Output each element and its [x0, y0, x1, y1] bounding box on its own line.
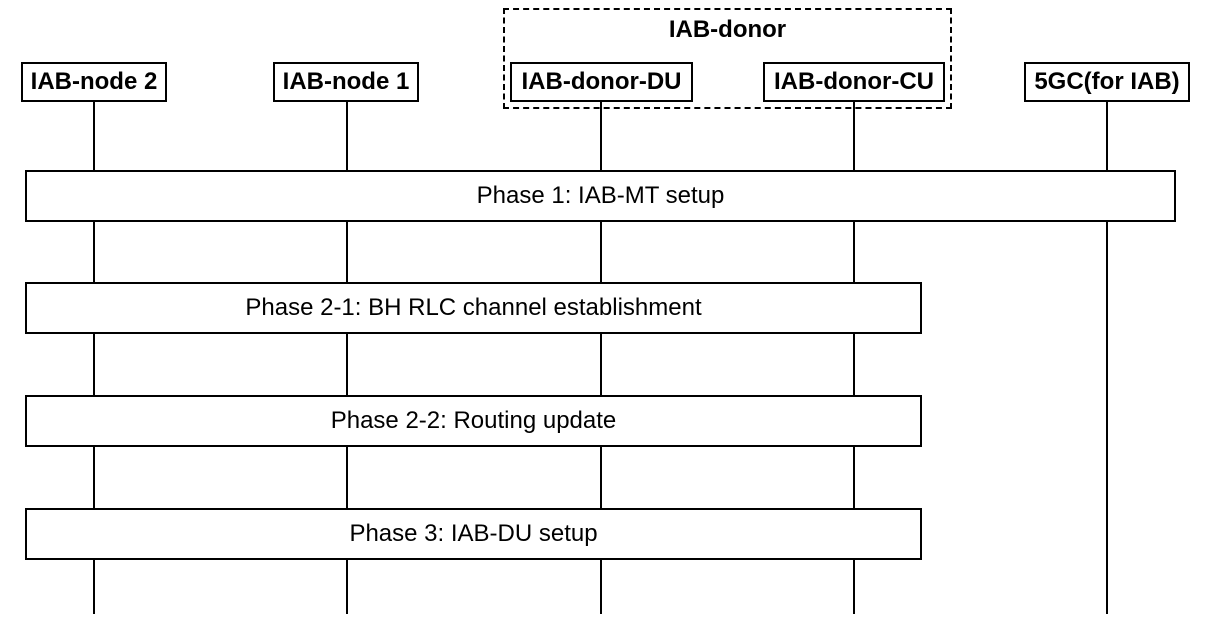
node-iab-donor-du: IAB-donor-DU	[510, 62, 693, 102]
node-iab-donor-cu: IAB-donor-CU	[763, 62, 945, 102]
lifeline-iab-node-2	[93, 102, 95, 614]
lifeline-5gc	[1106, 102, 1108, 614]
node-iab-node-2: IAB-node 2	[21, 62, 167, 102]
phase-1-bar: Phase 1: IAB-MT setup	[25, 170, 1176, 222]
node-5gc: 5GC(for IAB)	[1024, 62, 1190, 102]
node-iab-node-1: IAB-node 1	[273, 62, 419, 102]
lifeline-iab-node-1	[346, 102, 348, 614]
iab-donor-group-label: IAB-donor	[668, 16, 787, 43]
phase-2-2-bar: Phase 2-2: Routing update	[25, 395, 922, 447]
phase-3-bar: Phase 3: IAB-DU setup	[25, 508, 922, 560]
lifeline-iab-donor-cu	[853, 102, 855, 614]
phase-2-1-bar: Phase 2-1: BH RLC channel establishment	[25, 282, 922, 334]
iab-donor-group-box	[503, 8, 952, 109]
lifeline-iab-donor-du	[600, 102, 602, 614]
